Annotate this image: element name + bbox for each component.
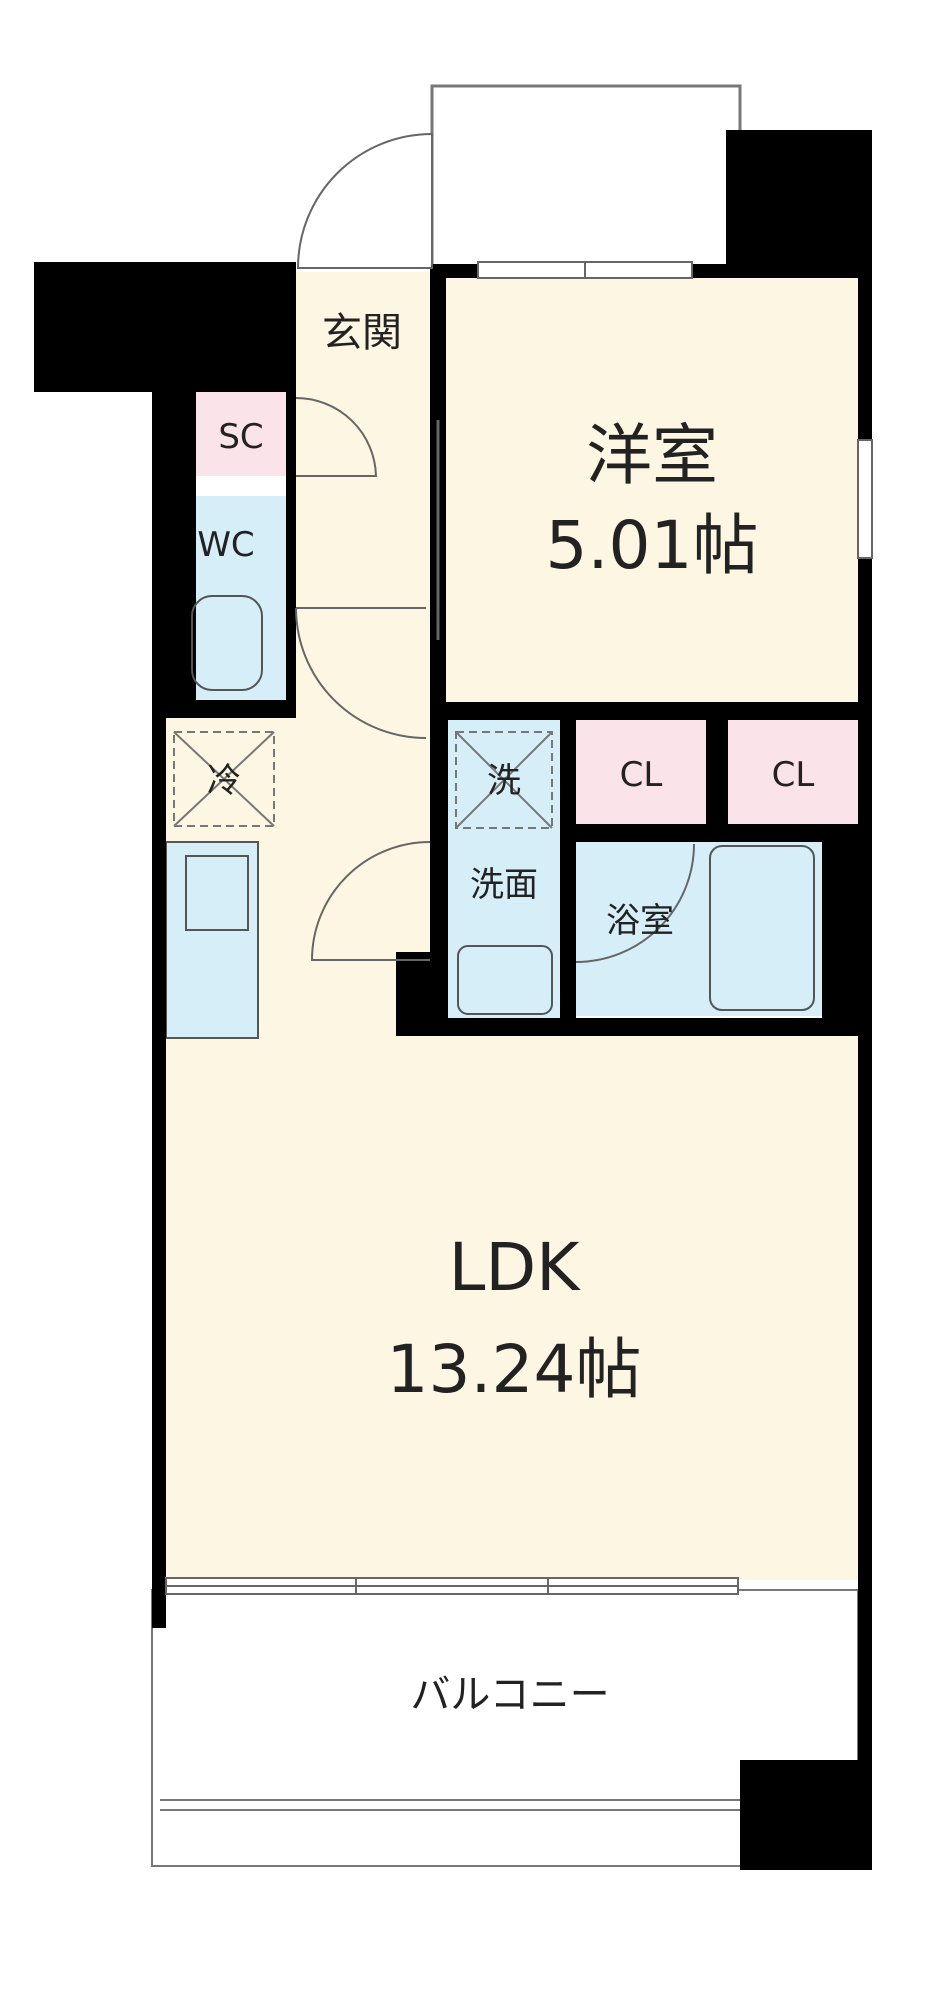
shoe-closet-label: SC (218, 417, 263, 457)
western-room-floor (446, 278, 858, 704)
shoe-closet-floor (196, 392, 286, 476)
western-room-area: 5.01帖 (546, 507, 759, 584)
doors (295, 132, 695, 963)
wall-left-upper (152, 392, 196, 702)
closet-2-label: CL (772, 755, 815, 795)
ldk-area: 13.24帖 (387, 1331, 642, 1408)
refrigerator-space (173, 731, 275, 827)
room-fills (162, 272, 858, 1580)
closet-1-floor (576, 720, 706, 824)
refrigerator-x2 (173, 731, 275, 827)
western-room-name: 洋室 (586, 417, 718, 494)
washbasin (457, 945, 553, 1015)
refrigerator-label: 冷 (207, 761, 241, 801)
kitchen-counter (165, 841, 259, 1039)
wall-topleft-block (34, 262, 296, 392)
wall-toilet-bottom (152, 700, 296, 718)
wall-bottomright-block (740, 1760, 872, 1870)
closet-1-label: CL (620, 755, 663, 795)
ldk-floor (162, 1034, 858, 1580)
wall-bath-right (822, 830, 872, 1036)
western-window-right (857, 439, 873, 559)
bathroom-floor (576, 842, 822, 1016)
wall-closet-middle (706, 718, 728, 824)
hallway-floor (288, 390, 430, 1036)
wall-topright-block (726, 130, 870, 278)
toilet-label: WC (197, 525, 254, 565)
washer-label: 洗 (487, 761, 521, 801)
walls (34, 130, 872, 1870)
entrance-floor (296, 272, 430, 390)
entry-door-swing (296, 132, 433, 269)
entry-porch-outline (430, 84, 742, 268)
washer-space (455, 731, 553, 829)
washroom-label: 洗面 (470, 865, 538, 905)
bath-door (575, 843, 695, 963)
ldk-name: LDK (449, 1229, 582, 1306)
toilet-door (295, 607, 427, 739)
balcony-window (165, 1577, 739, 1595)
wall-ldk-bottom-left (152, 1580, 162, 1628)
wall-closet-bottom (560, 824, 872, 842)
washroom-floor (448, 838, 560, 1018)
shoe-closet-door (295, 397, 378, 477)
bathroom-label: 浴室 (606, 901, 674, 941)
closet-2-floor (728, 720, 858, 824)
wall-toilet-right (286, 392, 296, 718)
wall-closet-divider (560, 718, 576, 1036)
wall-wet-corner (396, 952, 448, 1036)
entrance-label: 玄関 (322, 310, 402, 356)
balcony-label: バルコニー (410, 1672, 609, 1718)
washroom-door (310, 841, 431, 961)
kitchen-sink (185, 855, 249, 931)
toilet-fixture (191, 595, 263, 691)
washer-x2 (455, 731, 553, 829)
bathtub (709, 845, 815, 1011)
wall-wet-bottom (396, 1018, 872, 1036)
wall-western-bottom (430, 702, 872, 720)
